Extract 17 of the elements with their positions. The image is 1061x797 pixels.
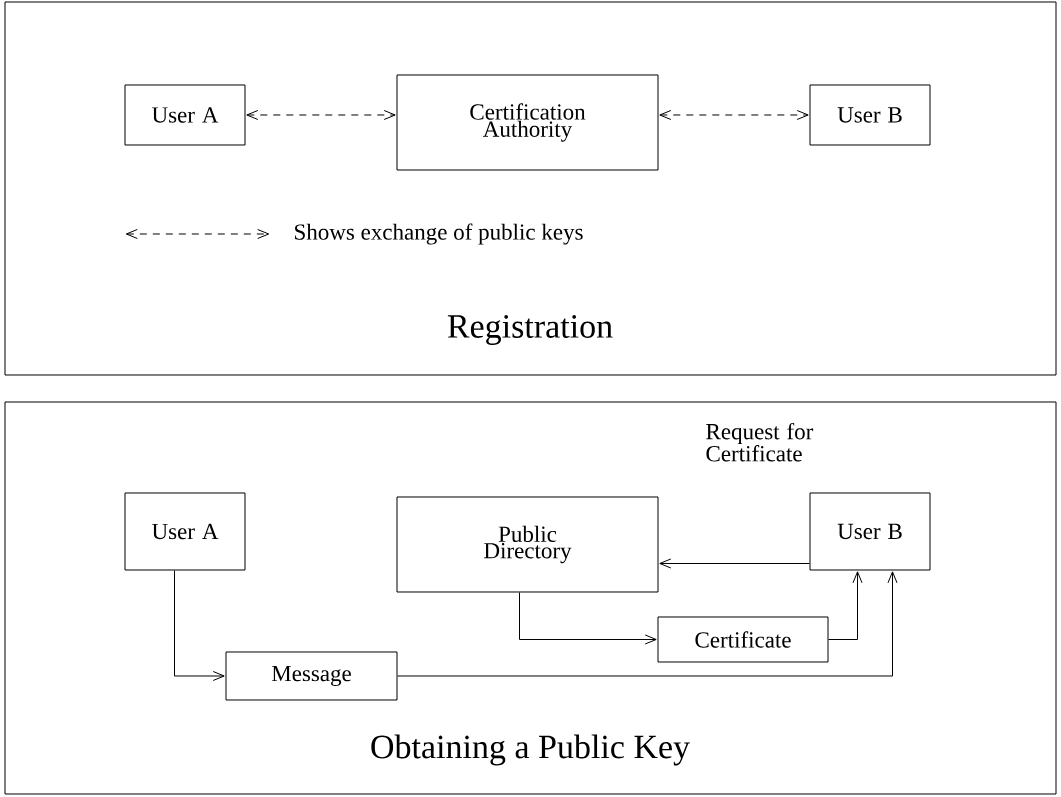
process-box: Message	[225, 651, 398, 701]
arrow	[397, 571, 898, 677]
process-box: User A	[124, 84, 246, 146]
arrow	[828, 571, 863, 640]
process-box: Public Directory	[396, 496, 659, 593]
arrow	[659, 558, 810, 569]
process-box: User B	[809, 84, 931, 146]
arrow	[519, 592, 657, 645]
arrow	[246, 110, 396, 120]
arrow	[174, 570, 225, 681]
process-box: Certificate	[657, 616, 829, 663]
edge-label: Request for Certificate	[706, 423, 814, 462]
process-box: User B	[809, 492, 931, 571]
process-box: User A	[124, 492, 246, 571]
process-box: Certification Authority	[396, 74, 659, 171]
legend-item: Shows exchange of public keys	[125, 223, 583, 245]
arrow	[659, 110, 809, 120]
